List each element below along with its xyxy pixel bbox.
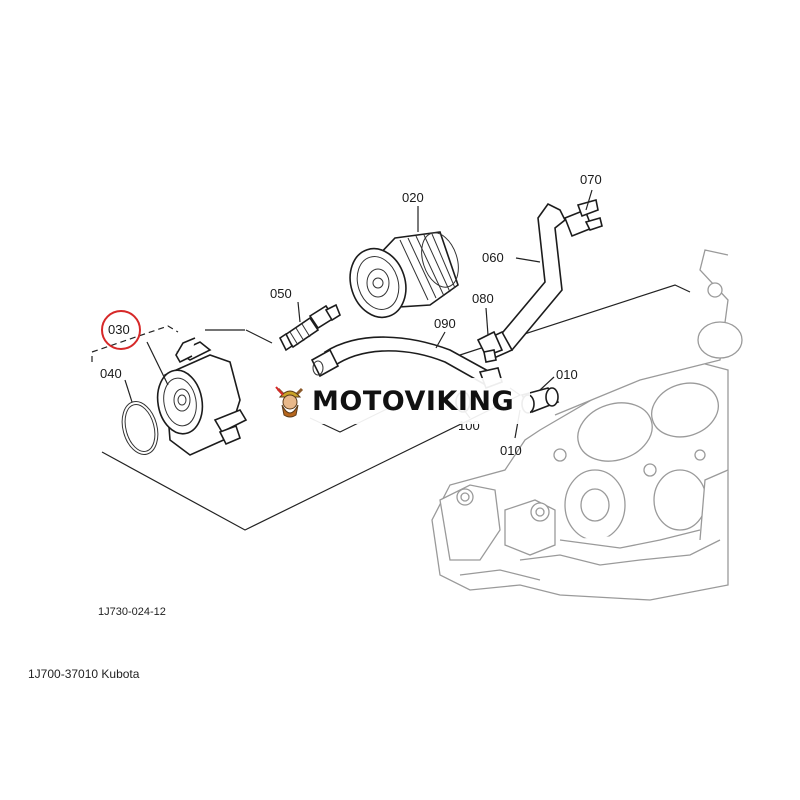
viking-logo-icon: [275, 386, 304, 418]
callout-060: 060: [482, 250, 504, 265]
oil-cooler-030: [156, 337, 248, 456]
watermark-text: MOTOVIKING: [312, 385, 515, 417]
clamp-070: [563, 198, 603, 238]
callout-080: 080: [472, 291, 494, 306]
callout-070: 070: [580, 172, 602, 187]
callout-040: 040: [100, 366, 122, 381]
engine-block: [431, 249, 743, 601]
callout-020: 020: [402, 190, 424, 205]
watermark: MOTOVIKING: [268, 378, 530, 424]
highlight-ring-030: [101, 310, 141, 350]
callout-050: 050: [270, 286, 292, 301]
pipe-060: [483, 202, 567, 360]
clamp-080: [476, 330, 504, 363]
diagram-reference-code: 1J730-024-12: [98, 606, 166, 618]
part-number-caption: 1J700-37010 Kubota: [28, 667, 140, 681]
callout-010-lower: 010: [500, 443, 522, 458]
oil-filter-020: [349, 231, 459, 319]
threaded-nipple-050: [278, 303, 341, 352]
leader-lines: [124, 189, 593, 439]
callout-bracket-030: [91, 325, 179, 362]
callout-030: 030: [108, 322, 130, 337]
callout-010-upper: 010: [556, 367, 578, 382]
callout-090: 090: [434, 316, 456, 331]
o-ring-040: [121, 401, 159, 455]
